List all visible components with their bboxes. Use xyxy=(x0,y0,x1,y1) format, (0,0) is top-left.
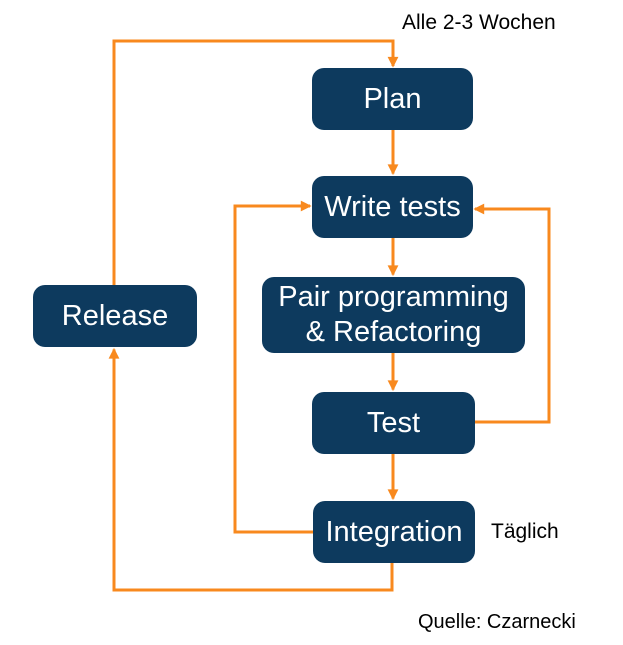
edge-release-to-plan xyxy=(112,39,399,285)
node-plan: Plan xyxy=(312,68,473,130)
node-integration-label: Integration xyxy=(325,515,463,548)
node-pair-programming: Pair programming & Refactoring xyxy=(262,277,525,353)
node-write-tests: Write tests xyxy=(312,176,473,238)
node-test-label: Test xyxy=(366,406,421,439)
node-pair-programming-label: Pair programming & Refactoring xyxy=(278,281,509,348)
node-integration: Integration xyxy=(313,501,475,563)
node-test: Test xyxy=(312,392,475,454)
node-plan-label: Plan xyxy=(363,82,422,115)
node-release-label: Release xyxy=(61,299,169,332)
cycle-interval-label: Alle 2-3 Wochen xyxy=(402,11,556,34)
daily-interval-label: Täglich xyxy=(491,520,559,543)
edge-test-to-write-tests-loop xyxy=(473,203,551,424)
source-credit-label: Quelle: Czarnecki xyxy=(418,611,576,633)
node-write-tests-label: Write tests xyxy=(324,190,461,223)
edge-integration-to-release-loop xyxy=(108,347,394,592)
edge-integration-to-write-tests-loop xyxy=(233,200,313,534)
node-release: Release xyxy=(33,285,197,347)
